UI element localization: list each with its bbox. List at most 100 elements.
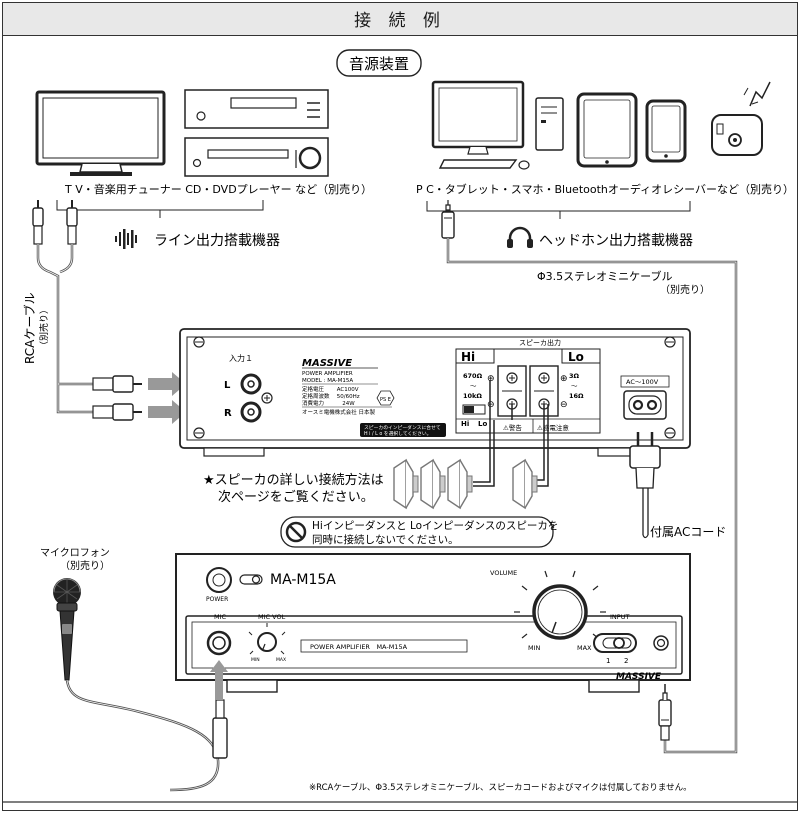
rear-note-1: スピーカのインピーダンスに合せて	[364, 424, 441, 431]
rear-l-label: L	[224, 380, 231, 391]
pse-mark	[376, 390, 395, 406]
prohibition-icon	[285, 521, 307, 543]
power-label: POWER	[206, 596, 228, 603]
hi-imp-bot: 10kΩ	[463, 392, 482, 400]
arrow-to-mic-jack	[210, 660, 228, 700]
speaker-out-label: スピーカ出力	[519, 338, 561, 347]
ac-label-box	[620, 375, 670, 388]
hi-imp-mid: 〜	[470, 382, 477, 390]
mic-input-jack[interactable]	[206, 630, 232, 656]
cd-dvd-player-icon	[184, 137, 329, 177]
mini-cable-label: Φ3.5ステレオミニケーブル	[537, 269, 673, 283]
mic-sub: （別売り）	[60, 559, 110, 572]
rear-spec-3: 定格電圧 AC100V	[302, 385, 359, 393]
warn-1: ⚠警告	[503, 423, 522, 432]
rca-cable-sub: （別売り）	[38, 305, 50, 350]
volume-min-label: MIN	[528, 644, 541, 652]
volume-knob[interactable]	[532, 584, 588, 640]
warning-box	[280, 516, 554, 548]
line-group-label: ライン出力搭載機器	[154, 233, 280, 249]
title-bar	[2, 2, 798, 36]
arrow-to-input-l	[148, 372, 186, 396]
hi-switch-label: Hi	[461, 420, 469, 428]
headphone-icon	[507, 226, 533, 248]
lo-label: Lo	[568, 350, 584, 364]
speaker-icon-4	[512, 458, 538, 510]
front-model: MA-M15A	[270, 572, 336, 588]
hi-label: Hi	[461, 350, 475, 364]
ac-label: AC〜100V	[626, 378, 659, 386]
rear-spec-1: POWER AMPLIFIER	[302, 371, 353, 377]
input-selector-switch[interactable]	[593, 633, 637, 653]
speaker-icon-1	[393, 458, 419, 510]
aux-input-jack[interactable]	[653, 635, 669, 651]
tuner-icon	[184, 89, 329, 129]
mini-plug-top	[441, 200, 455, 239]
hi-speaker-wire	[473, 380, 513, 483]
input-2-label: 2	[624, 657, 628, 665]
warn-2: ⚠感電注意	[537, 423, 569, 432]
tv-icon	[35, 90, 166, 176]
input-label: INPUT	[610, 613, 629, 621]
lo-switch-label: Lo	[478, 420, 487, 428]
bluetooth-receiver-icon	[711, 81, 771, 156]
rear-note-box	[360, 423, 446, 437]
lo-imp-bot: 16Ω	[569, 392, 584, 400]
rear-spec-2: MODEL : MA-M15A	[302, 378, 353, 384]
speaker-note-1: ★スピーカの詳しい接続方法は	[203, 472, 384, 488]
rear-brand: MASSIVE	[302, 358, 352, 369]
minus-hi: ⊖	[487, 400, 495, 410]
microphone-icon	[53, 578, 81, 681]
front-panel-text: POWER AMPLIFIER MA-M15A	[310, 643, 408, 651]
mic-vol-min: MIN	[251, 657, 260, 663]
arrow-to-input-r	[148, 400, 186, 424]
rear-spec-5: 消費電力 24W	[302, 399, 355, 407]
source-label-box	[336, 49, 422, 77]
rear-spec-6: オースミ電機株式会社 日本製	[302, 408, 375, 416]
warning-line-2: 同時に接続しないでください。	[312, 533, 459, 546]
front-panel-label-box	[300, 639, 468, 653]
ac-inlet	[623, 390, 667, 420]
mini-cable-sub: （別売り）	[660, 283, 710, 296]
tablet-icon	[576, 92, 638, 168]
rca-plugs-bottom	[92, 375, 142, 421]
rear-r-label: R	[224, 408, 232, 419]
rca-plugs-top	[32, 200, 78, 245]
front-brand: MASSIVE	[616, 672, 662, 682]
power-button[interactable]	[206, 567, 232, 593]
pse-mark-text: PS E	[380, 397, 391, 403]
rear-input-label: 入力１	[229, 353, 253, 363]
rear-spec-4: 定格周波数 50/60Hz	[302, 392, 360, 400]
plus-hi: ⊕	[487, 374, 495, 384]
source-label: 音源装置	[349, 55, 409, 73]
volume-max-label: MAX	[577, 644, 592, 652]
mic-label: マイクロフォン	[40, 547, 110, 559]
speaker-note-2: 次ページをご覧ください。	[218, 489, 374, 505]
mic-jack-label: MIC	[214, 613, 227, 621]
lo-speaker-wire	[536, 404, 545, 481]
power-indicator	[239, 574, 263, 585]
hp-devices-caption: P C・タブレット・スマホ・Bluetoothオーディオレシーバーなど（別売り）	[416, 182, 794, 196]
mic-vol-max: MAX	[276, 657, 286, 663]
ac-plug	[629, 432, 661, 539]
line-devices-caption: T V・音楽用チューナー CD・DVDプレーヤー など（別売り）	[64, 182, 372, 196]
pc-icon	[431, 80, 564, 170]
input-1-label: 1	[606, 657, 610, 665]
mic-plug	[212, 690, 228, 759]
mic-vol-knob[interactable]	[248, 623, 286, 655]
rear-note-2: H i / L o を選択してください。	[364, 430, 431, 437]
footnote: ※RCAケーブル、Φ3.5ステレオミニケーブル、スピーカコードおよびマイクは付属…	[309, 782, 692, 793]
hi-lo-switch	[462, 404, 486, 415]
rca-jack-l	[240, 373, 262, 395]
mini-plug-bottom	[658, 684, 672, 741]
hp-group-label: ヘッドホン出力搭載機器	[539, 233, 693, 249]
rca-cable-label: RCAケーブル	[22, 292, 37, 364]
warning-line-1: Hiインピーダンスと Loインピーダンスのスピーカを	[312, 519, 558, 532]
smartphone-icon	[645, 99, 687, 163]
speaker-icon-2	[420, 458, 446, 510]
page-title: 接 続 例	[354, 11, 446, 31]
volume-label: VOLUME	[490, 569, 517, 577]
speaker-icon-3	[447, 458, 473, 510]
